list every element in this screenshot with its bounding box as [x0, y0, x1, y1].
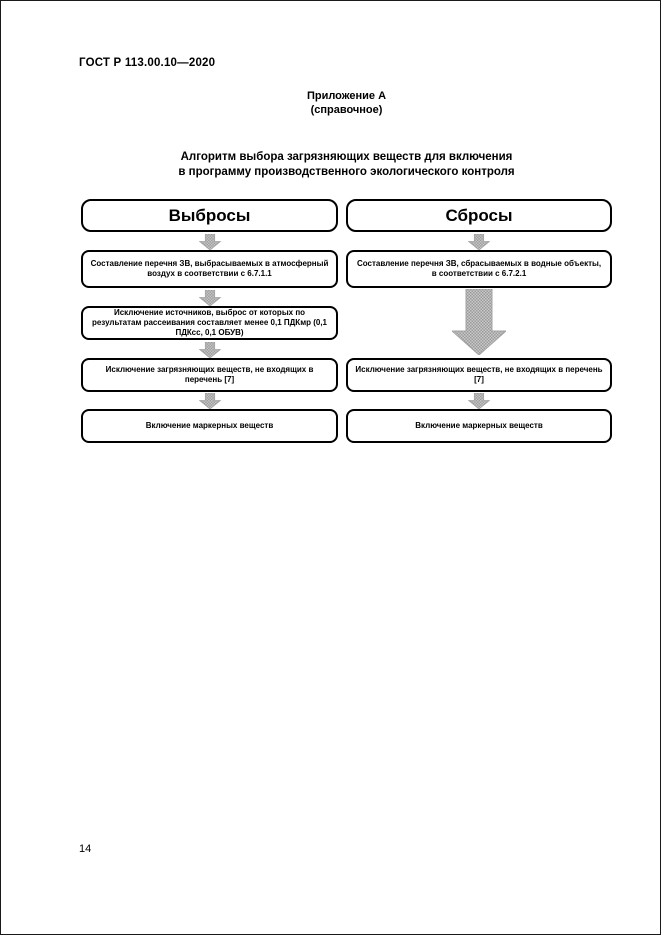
- flow-header-discharges: Сбросы: [346, 199, 612, 232]
- flow-box-emissions-step-2: Исключение источников, выброс от которых…: [81, 306, 338, 340]
- flow-header-emissions-label: Выбросы: [168, 205, 251, 225]
- appendix-title: Приложение А: [306, 90, 387, 102]
- figure-title-line2: в программу производственного экологичес…: [178, 166, 515, 178]
- document-code: ГОСТ Р 113.00.10—2020: [79, 57, 216, 69]
- down-arrow-icon: [199, 393, 221, 409]
- flow-box-discharges-step-2: Исключение загрязняющих веществ, не вход…: [346, 358, 612, 392]
- appendix-type: (справочное): [310, 104, 383, 116]
- flow-box-emissions-step-4-label: Включение маркерных веществ: [145, 421, 274, 430]
- flow-box-emissions-step-2-label: Исключение источников, выброс от которых…: [91, 308, 328, 337]
- flow-box-emissions-step-3-label: Исключение загрязняющих веществ, не вход…: [105, 365, 314, 384]
- flow-box-emissions-step-1-label: Составление перечня ЗВ, выбрасываемых в …: [90, 259, 329, 278]
- down-arrow-icon: [468, 393, 490, 409]
- flow-box-discharges-step-1: Составление перечня ЗВ, сбрасываемых в в…: [346, 250, 612, 288]
- appendix-label: Приложение А (справочное): [81, 89, 612, 117]
- flow-box-emissions-step-3: Исключение загрязняющих веществ, не вход…: [81, 358, 338, 392]
- flow-header-discharges-label: Сбросы: [445, 205, 513, 225]
- flow-box-discharges-step-3-label: Включение маркерных веществ: [415, 421, 543, 430]
- down-arrow-icon: [199, 234, 221, 250]
- flow-box-discharges-step-3: Включение маркерных веществ: [346, 409, 612, 443]
- figure-title-line1: Алгоритм выбора загрязняющих веществ для…: [180, 151, 513, 163]
- flow-box-discharges-step-1-label: Составление перечня ЗВ, сбрасываемых в в…: [356, 259, 602, 278]
- figure-title: Алгоритм выбора загрязняющих веществ для…: [81, 150, 612, 180]
- flow-box-discharges-step-2-label: Исключение загрязняющих веществ, не вход…: [355, 365, 603, 384]
- flow-box-emissions-step-1: Составление перечня ЗВ, выбрасываемых в …: [81, 250, 338, 288]
- down-arrow-icon: [199, 290, 221, 306]
- down-arrow-icon: [199, 342, 221, 358]
- flow-box-emissions-step-4: Включение маркерных веществ: [81, 409, 338, 443]
- flow-header-emissions: Выбросы: [81, 199, 338, 232]
- down-arrow-icon: [468, 234, 490, 250]
- page-number: 14: [79, 843, 92, 855]
- long-down-arrow-icon: [452, 289, 506, 355]
